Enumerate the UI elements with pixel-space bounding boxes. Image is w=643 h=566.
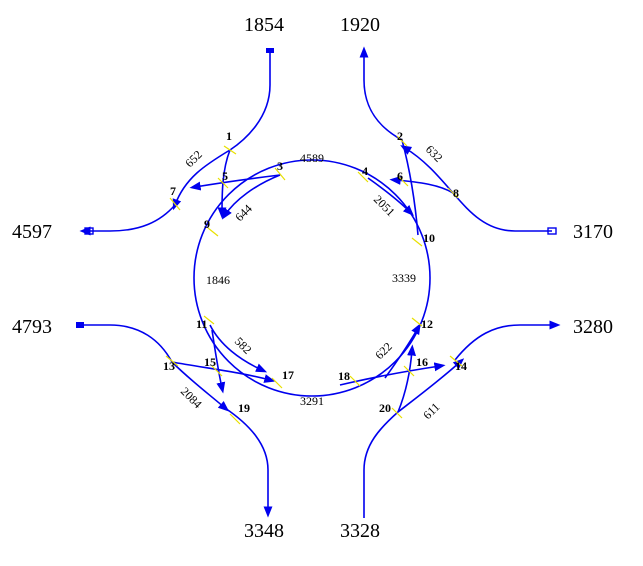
- ne-inner-turn: [401, 139, 419, 236]
- south-inbound-road: [363, 411, 399, 518]
- west-inbound-road: [78, 324, 173, 363]
- node-label-3: 3: [277, 159, 283, 173]
- south-out-flow: 3348: [244, 520, 284, 542]
- node-label-17: 17: [282, 368, 294, 382]
- north-right-turn: [172, 149, 231, 211]
- node-label-19: 19: [238, 401, 250, 415]
- turn-flow-n1: 652: [182, 147, 205, 170]
- ring-road: [193, 159, 431, 397]
- node-label-10: 10: [423, 231, 435, 245]
- north-in-flow: 1854: [244, 14, 284, 36]
- north-out-flow: 1920: [340, 14, 380, 36]
- west-right-turn: [171, 361, 230, 412]
- south-in-flow: 3328: [340, 520, 380, 542]
- node-label-18: 18: [338, 369, 350, 383]
- node-label-6: 6: [397, 169, 403, 183]
- ring-top-arrow: [189, 174, 281, 191]
- south-outbound-road: [224, 407, 273, 518]
- west-out-flow: 4597: [12, 221, 52, 243]
- node-label-2: 2: [397, 129, 403, 143]
- node-label-13: 13: [163, 359, 175, 373]
- se-inner-turn: [384, 323, 421, 379]
- west-outbound-stub: [84, 227, 94, 235]
- ring-right-flow: 3339: [392, 271, 416, 285]
- node-label-15: 15: [204, 355, 216, 369]
- north-outbound-road: [359, 46, 403, 141]
- south-to-ring: [397, 344, 417, 413]
- west-outbound-road: [79, 204, 176, 236]
- ring-top-flow: 4589: [300, 151, 324, 165]
- turn-flow-n2: 644: [232, 201, 255, 224]
- sw-inner-down: [211, 329, 226, 394]
- node-label-4: 4: [362, 164, 368, 178]
- turn-flow-ne2: 2051: [371, 192, 398, 219]
- ne-inner-arrow: [367, 177, 414, 216]
- turn-flow-se1: 622: [372, 339, 395, 362]
- west-inbound-stub: [76, 322, 84, 328]
- node-label-12: 12: [421, 317, 433, 331]
- east-to-ring: [389, 175, 454, 194]
- west-to-ring: [171, 361, 276, 383]
- east-inbound-road: [452, 192, 552, 232]
- nw-inner-turn: [221, 174, 281, 220]
- west-in-flow: 4793: [12, 316, 52, 338]
- ring-bottom-flow: 3291: [300, 394, 324, 408]
- node-label-7: 7: [170, 184, 176, 198]
- sw-inner-turn: [209, 324, 268, 373]
- east-in-flow: 3170: [573, 221, 613, 243]
- south-right-turn: [397, 358, 465, 413]
- turn-flow-se2: 611: [420, 400, 442, 422]
- node-label-20: 20: [379, 401, 391, 415]
- north-inbound-stub: [266, 48, 274, 53]
- east-out-flow: 3280: [573, 316, 613, 338]
- node-label-8: 8: [453, 186, 459, 200]
- node-markers: [165, 135, 463, 425]
- turn-flow-ne1: 632: [423, 142, 446, 165]
- node-label-16: 16: [416, 355, 428, 369]
- east-outbound-road: [454, 320, 561, 361]
- ring-left-flow: 1846: [206, 273, 230, 287]
- node-label-11: 11: [196, 317, 207, 331]
- node-label-14: 14: [455, 359, 467, 373]
- node-label-1: 1: [226, 129, 232, 143]
- east-inbound-stub: [547, 227, 557, 235]
- node-label-5: 5: [222, 169, 228, 183]
- node-label-9: 9: [204, 217, 210, 231]
- north-inbound-road: [229, 48, 271, 151]
